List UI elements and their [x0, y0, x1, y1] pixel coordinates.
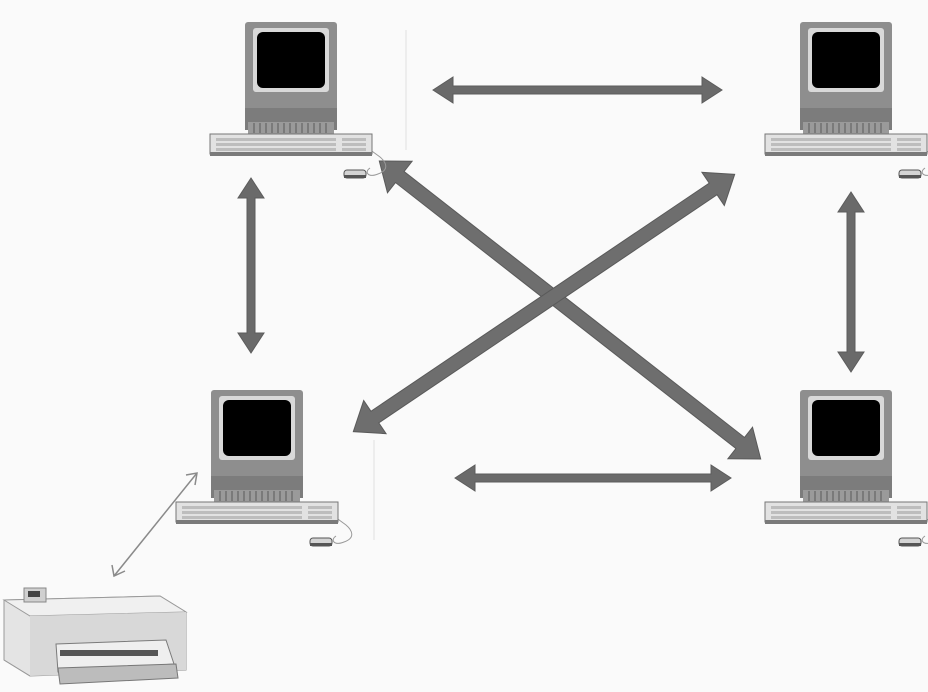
- double-arrow-icon: [352, 171, 736, 435]
- double-arrow-icon: [454, 464, 732, 492]
- link-arrows: [237, 76, 865, 492]
- printer-link: [111, 472, 198, 578]
- computer-top-right-icon: [764, 21, 928, 179]
- double-arrow-icon: [837, 191, 865, 373]
- computer-top-left-icon: [209, 21, 387, 179]
- diagonal-arrows: [352, 160, 762, 460]
- computer-bottom-right-icon: [764, 389, 928, 547]
- double-arrow-icon: [237, 177, 265, 354]
- double-arrow-icon: [378, 160, 762, 460]
- printer-icon: [2, 587, 188, 685]
- double-arrow-icon: [432, 76, 723, 104]
- computer-bottom-left-icon: [175, 389, 353, 547]
